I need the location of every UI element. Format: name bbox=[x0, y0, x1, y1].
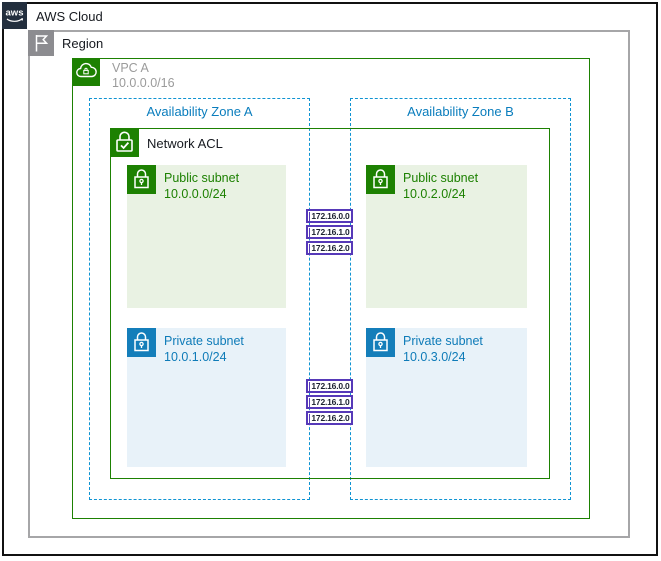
availability-zone-b-label: Availability Zone B bbox=[407, 104, 514, 119]
acl-entry-value: 172.16.1.0 bbox=[309, 226, 350, 237]
region-group bbox=[28, 30, 630, 538]
acl-entry-value: 172.16.2.0 bbox=[309, 412, 350, 423]
network-acl-group bbox=[110, 128, 550, 479]
subnet-label-block: Private subnet 10.0.1.0/24 bbox=[164, 333, 244, 365]
acl-entry-value: 172.16.1.0 bbox=[309, 396, 350, 407]
subnet-name: Private subnet bbox=[403, 334, 483, 348]
acl-entry: 172.16.2.0 bbox=[306, 241, 353, 255]
subnet-cidr: 10.0.2.0/24 bbox=[403, 187, 466, 201]
availability-zone-b: Availability Zone B bbox=[350, 98, 571, 500]
aws-logo-icon: aws bbox=[2, 2, 27, 29]
acl-entry: 172.16.1.0 bbox=[306, 225, 353, 239]
subnet-name: Public subnet bbox=[403, 171, 479, 185]
private-subnet-lock-icon bbox=[366, 328, 395, 357]
vpc-group bbox=[72, 58, 590, 519]
subnet-cidr: 10.0.0.0/24 bbox=[164, 187, 227, 201]
acl-entry-value: 172.16.0.0 bbox=[309, 210, 350, 221]
vpc-cloud-icon bbox=[72, 58, 100, 86]
subnet-cidr: 10.0.3.0/24 bbox=[403, 350, 466, 364]
public-subnet-lock-icon bbox=[366, 165, 395, 194]
network-acl-label: Network ACL bbox=[147, 136, 223, 151]
acl-entry: 172.16.0.0 bbox=[306, 379, 353, 393]
subnet-label-block: Public subnet 10.0.2.0/24 bbox=[403, 170, 478, 202]
acl-entry: 172.16.0.0 bbox=[306, 209, 353, 223]
region-label: Region bbox=[62, 36, 104, 51]
public-subnet-az-a: Public subnet 10.0.0.0/24 bbox=[127, 165, 286, 308]
private-subnet-az-a: Private subnet 10.0.1.0/24 bbox=[127, 328, 286, 467]
acl-entry: 172.16.1.0 bbox=[306, 395, 353, 409]
vpc-name: VPC A bbox=[112, 61, 149, 75]
acl-entry-value: 172.16.2.0 bbox=[309, 242, 350, 253]
acl-entry-value: 172.16.0.0 bbox=[309, 380, 350, 391]
vpc-cidr: 10.0.0.0/16 bbox=[112, 76, 175, 90]
acl-entries-private: 172.16.0.0 172.16.1.0 172.16.2.0 bbox=[306, 379, 353, 425]
availability-zone-a-label: Availability Zone A bbox=[146, 104, 253, 119]
subnet-cidr: 10.0.1.0/24 bbox=[164, 350, 227, 364]
private-subnet-lock-icon bbox=[127, 328, 156, 357]
network-acl-lock-check-icon bbox=[110, 128, 139, 157]
aws-cloud-label: AWS Cloud bbox=[36, 9, 103, 24]
acl-entry: 172.16.2.0 bbox=[306, 411, 353, 425]
aws-logo-text: aws bbox=[6, 8, 24, 19]
acl-entries-public: 172.16.0.0 172.16.1.0 172.16.2.0 bbox=[306, 209, 353, 255]
public-subnet-az-b: Public subnet 10.0.2.0/24 bbox=[366, 165, 527, 308]
region-flag-icon bbox=[28, 30, 54, 56]
vpc-label-block: VPC A 10.0.0.0/16 bbox=[112, 61, 175, 91]
subnet-name: Private subnet bbox=[164, 334, 244, 348]
public-subnet-lock-icon bbox=[127, 165, 156, 194]
private-subnet-az-b: Private subnet 10.0.3.0/24 bbox=[366, 328, 527, 467]
availability-zone-a: Availability Zone A bbox=[89, 98, 310, 500]
subnet-name: Public subnet bbox=[164, 171, 240, 185]
subnet-label-block: Private subnet 10.0.3.0/24 bbox=[403, 333, 483, 365]
subnet-label-block: Public subnet 10.0.0.0/24 bbox=[164, 170, 239, 202]
